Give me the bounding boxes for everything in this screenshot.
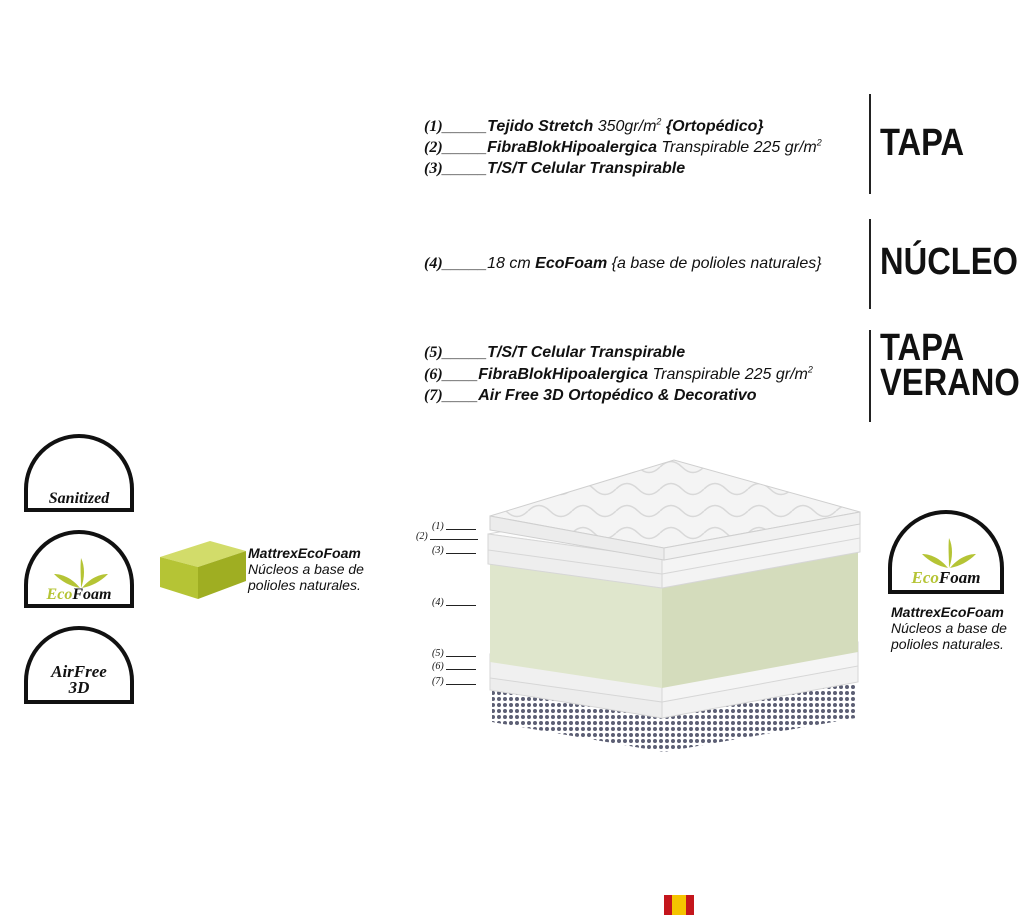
mattress-label-3: (3) — [432, 546, 476, 556]
spec-line-1: (1)_____Tejido Stretch 350gr/m2 {Ortopéd… — [424, 116, 764, 135]
mattress-illustration — [487, 459, 861, 752]
section-title-tapa-verano-2: VERANO — [880, 362, 1020, 404]
divider-nucleo — [869, 219, 871, 309]
mattress-label-7: (7) — [432, 677, 476, 687]
leaf-icon — [922, 538, 976, 568]
spec-line-4: (4)_____18 cm EcoFoam {a base de poliole… — [424, 255, 822, 272]
ecofoam-block-icon — [160, 541, 246, 599]
mattress-label-4: (4) — [432, 598, 476, 608]
ecofoam-badge: EcoFoam — [24, 530, 134, 608]
mattress-label-6: (6) — [432, 662, 476, 672]
spec-line-3: (3)_____T/S/T Celular Transpirable — [424, 160, 686, 177]
sanitized-badge: Sanitized — [24, 434, 134, 512]
section-title-tapa-verano-1: TAPA — [880, 327, 965, 369]
mattress-label-2: (2) — [416, 532, 478, 542]
divider-tapa-verano — [869, 330, 871, 422]
spain-flag-icon — [664, 895, 694, 915]
spec-line-5: (5)_____T/S/T Celular Transpirable — [424, 344, 686, 361]
mattress-label-5: (5) — [432, 649, 476, 659]
section-title-tapa: TAPA — [880, 122, 965, 164]
mattress-label-1: (1) — [432, 522, 476, 532]
airfree-3d-badge: AirFree 3D — [24, 626, 134, 704]
ecofoam-callout-right: MattrexEcoFoam Núcleos a base de poliole… — [891, 604, 1007, 652]
spec-line-7: (7)____Air Free 3D Ortopédico & Decorati… — [424, 387, 757, 404]
section-title-nucleo: NÚCLEO — [880, 241, 1018, 283]
leaf-icon — [54, 558, 108, 588]
divider-tapa — [869, 94, 871, 194]
ecofoam-badge-right: EcoFoam — [888, 510, 1004, 594]
spec-line-2: (2)_____FibraBlokHipoalergica Transpirab… — [424, 137, 822, 156]
spec-line-6: (6)____FibraBlokHipoalergica Transpirabl… — [424, 364, 813, 383]
ecofoam-callout-left: MattrexEcoFoam Núcleos a base de poliole… — [248, 545, 364, 593]
